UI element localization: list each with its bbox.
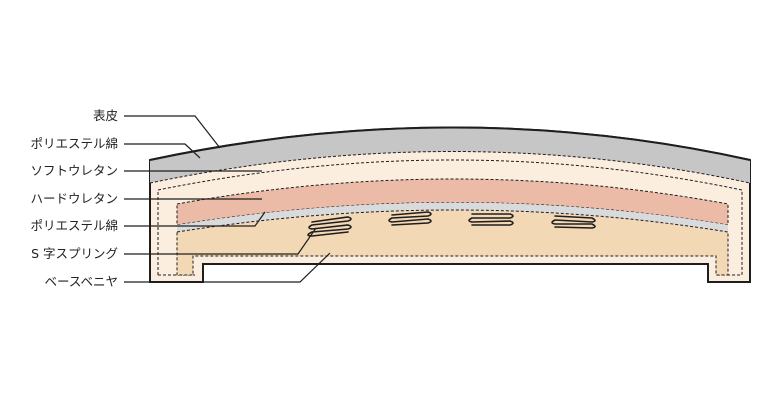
leader-polyester-2 — [124, 211, 266, 227]
leader-base-veneer — [124, 252, 331, 283]
layer-labels: 表皮 ポリエステル綿 ソフトウレタン ハードウレタン ポリエステル綿 S 字スプ… — [30, 108, 118, 289]
s-spring-1 — [307, 216, 352, 237]
leader-polyester-1 — [124, 143, 201, 159]
s-springs — [307, 211, 596, 237]
polyester-boundary — [149, 151, 751, 184]
label-base-veneer: ベースベニヤ — [44, 274, 118, 289]
polyester-layer-2 — [177, 202, 728, 232]
s-spring-2 — [388, 211, 432, 226]
leader-lines — [124, 115, 331, 283]
base-veneer-layer — [176, 209, 729, 276]
label-skin: 表皮 — [93, 108, 118, 123]
leader-s-spring — [124, 227, 317, 255]
label-polyester-2: ポリエステル綿 — [30, 218, 118, 233]
label-hard-urethane: ハードウレタン — [30, 191, 118, 206]
label-polyester-1: ポリエステル綿 — [30, 136, 118, 151]
s-spring-3 — [468, 213, 514, 226]
skin-top-edge — [149, 126, 751, 161]
leader-skin — [124, 115, 221, 149]
soft-urethane-inner-outline — [157, 159, 743, 276]
label-soft-urethane: ソフトウレタン — [30, 163, 118, 178]
s-spring-4 — [551, 215, 596, 229]
label-s-spring: S 字スプリング — [31, 246, 118, 261]
skin-layer — [150, 127, 750, 183]
